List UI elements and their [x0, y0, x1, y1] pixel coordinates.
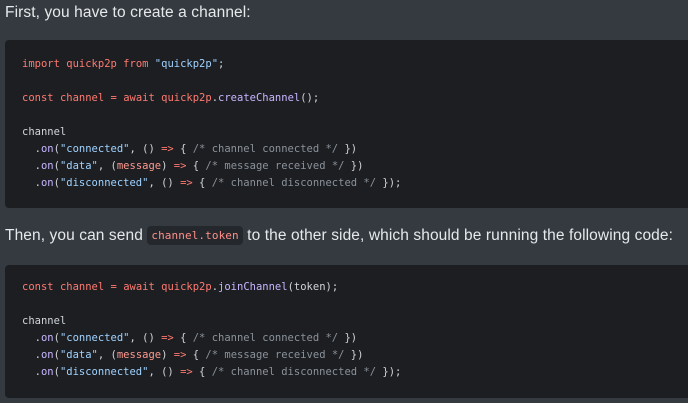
- code-line-on-data: .on("data", (message) => { /* message re…: [22, 349, 364, 361]
- then-text-before: Then, you can send: [5, 227, 148, 244]
- code-line-on-data: .on("data", (message) => { /* message re…: [22, 160, 364, 172]
- operator-equals: =: [110, 92, 117, 104]
- comment-connected: /* channel connected */: [192, 143, 339, 155]
- code-line-on-connected: .on("connected", () => { /* channel conn…: [22, 332, 358, 344]
- code-line-join-channel: const channel = await quickp2p.joinChann…: [22, 281, 339, 293]
- event-connected-string: "connected": [59, 332, 130, 344]
- operator-equals: =: [110, 281, 117, 293]
- param-message: message: [116, 160, 162, 172]
- code-blank-line: [22, 107, 688, 124]
- keyword-await: await: [123, 281, 155, 293]
- keyword-const: const: [22, 281, 54, 293]
- then-text-after: to the other side, which should be runni…: [242, 227, 674, 244]
- method-create-channel: createChannel: [218, 92, 301, 104]
- event-data-string: "data": [59, 349, 98, 361]
- event-data-string: "data": [59, 160, 98, 172]
- code-block-join-channel: const channel = await quickp2p.joinChann…: [5, 265, 688, 398]
- event-disconnected-string: "disconnected": [59, 177, 149, 189]
- code-line-on-disconnected: .on("disconnected", () => { /* channel d…: [22, 177, 402, 189]
- comment-connected: /* channel connected */: [192, 332, 339, 344]
- intro-paragraph: First, you have to create a channel:: [5, 4, 251, 21]
- variable-channel: channel: [59, 92, 105, 104]
- method-join-channel: joinChannel: [218, 281, 288, 293]
- code-blank-line: [22, 296, 688, 313]
- module-string: "quickp2p": [154, 58, 219, 70]
- module-identifier: quickp2p: [66, 58, 117, 70]
- param-message: message: [116, 349, 162, 361]
- chain-root-identifier: channel: [22, 315, 67, 327]
- code-block-create-channel: import quickp2p from "quickp2p"; const c…: [5, 40, 688, 208]
- chain-root-identifier: channel: [22, 126, 67, 138]
- comment-data: /* message received */: [205, 160, 345, 172]
- keyword-import: import: [22, 58, 60, 70]
- code-line-on-disconnected: .on("disconnected", () => { /* channel d…: [22, 366, 402, 378]
- code-line-chain-root: channel: [22, 124, 688, 141]
- object-identifier: quickp2p: [161, 281, 212, 293]
- then-paragraph: Then, you can send channel.token to the …: [5, 226, 674, 245]
- object-identifier: quickp2p: [161, 92, 212, 104]
- code-blank-line: [22, 73, 688, 90]
- keyword-const: const: [22, 92, 54, 104]
- keyword-from: from: [123, 58, 149, 70]
- comment-data: /* message received */: [205, 349, 345, 361]
- comment-disconnected: /* channel disconnected */: [211, 366, 377, 378]
- variable-channel: channel: [59, 281, 105, 293]
- event-disconnected-string: "disconnected": [59, 366, 149, 378]
- inline-code-channel-token: channel.token: [147, 226, 243, 245]
- code-line-chain-root: channel: [22, 313, 688, 330]
- code-line-import: import quickp2p from "quickp2p";: [22, 58, 225, 70]
- argument-token: token: [293, 281, 326, 293]
- event-connected-string: "connected": [59, 143, 130, 155]
- code-line-on-connected: .on("connected", () => { /* channel conn…: [22, 143, 358, 155]
- keyword-await: await: [123, 92, 155, 104]
- code-line-create-channel: const channel = await quickp2p.createCha…: [22, 92, 320, 104]
- comment-disconnected: /* channel disconnected */: [211, 177, 377, 189]
